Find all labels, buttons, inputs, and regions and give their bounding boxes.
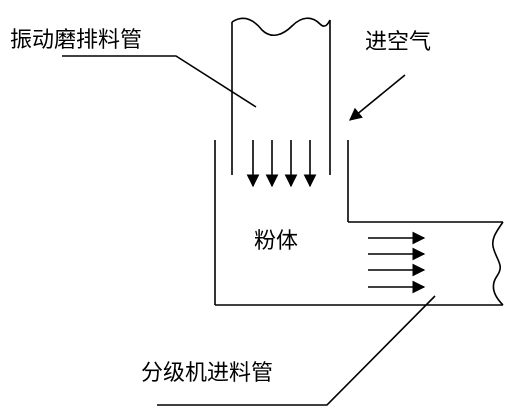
downward-flow-arrows xyxy=(246,140,317,188)
air-inlet-arrow xyxy=(349,74,406,121)
feed-pipe-break-edge xyxy=(491,221,504,306)
discharge-pipe-label: 振动磨排料管 xyxy=(10,28,142,53)
discharge-pipe-break-edge xyxy=(231,17,331,37)
powder-label: 粉体 xyxy=(254,229,298,254)
feed-pipe-label: 分级机进料管 xyxy=(141,361,273,386)
air-inlet-label: 进空气 xyxy=(365,30,431,55)
discharge-pipe-leader-line xyxy=(62,55,257,108)
feed-pipe-leader-line xyxy=(157,295,436,406)
rightward-flow-arrows xyxy=(368,231,426,294)
